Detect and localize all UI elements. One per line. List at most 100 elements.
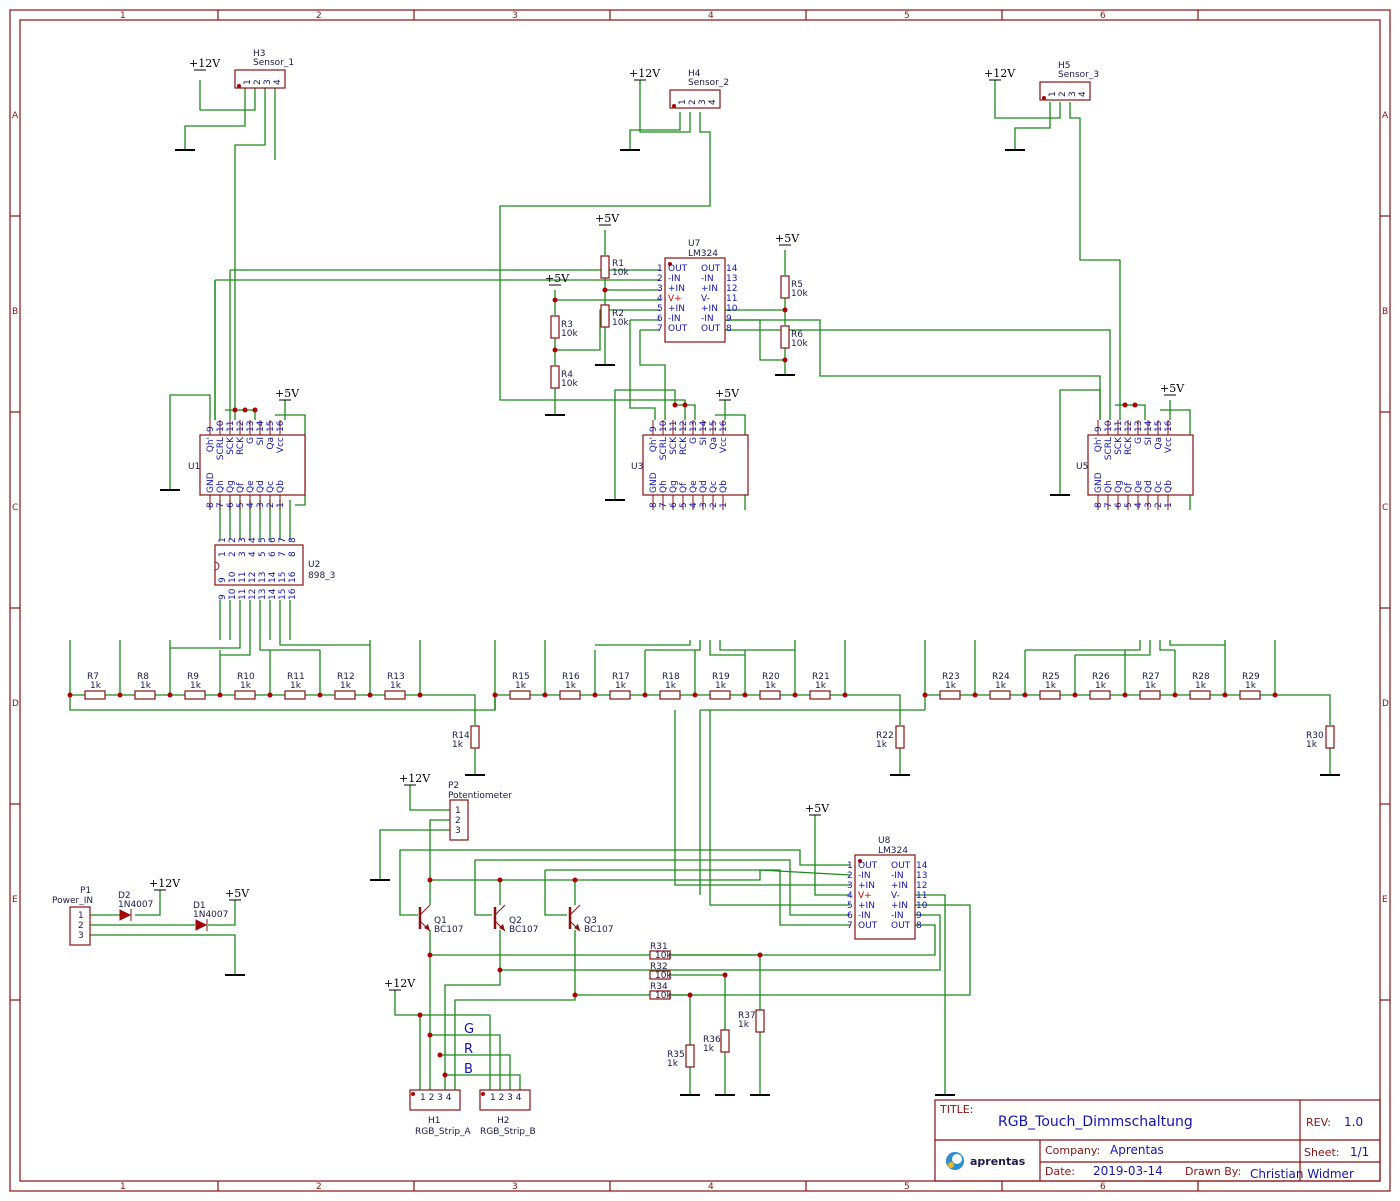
drawn-label: Drawn By: [1185,1165,1241,1178]
frame-row-label: A [12,111,19,121]
transistor-value: BC107 [584,925,613,935]
ic-pin-name: Qh [659,480,669,493]
ic-pin-name: RCK [679,436,689,455]
opamp-pin-number: 8 [916,921,922,931]
junction-dot [267,692,273,698]
ic-pin-number: 13 [689,421,699,432]
u2-pin-number: 13 [258,589,268,600]
ic-pin-name: Qh [1104,480,1114,493]
ic-pin-number: 3 [699,502,709,508]
resistor-body [550,365,560,389]
logo-text: aprentas [970,1155,1026,1168]
resistor-ref: R36 [703,1035,721,1045]
sensor-pin-number: 3 [1068,91,1078,97]
ic-pin-number: 9 [1094,426,1104,432]
frame-col-label: 5 [904,1182,910,1192]
opamp-pin-number: 13 [726,274,737,284]
resistor-ref: R24 [992,672,1010,682]
junction-dot [1132,402,1138,408]
h2-pins: 1 2 3 4 [490,1093,522,1103]
ic-pin-number: 14 [699,420,709,432]
resistor-value: 1k [290,681,302,691]
shift-register-ref: U1 [188,462,200,472]
resistor-ref: R5 [791,280,803,290]
resistor-value: 1k [703,1044,715,1054]
junction-dot [792,692,798,698]
ic-pin-number: 9 [649,426,659,432]
resistor-ref: R8 [137,672,149,682]
opamp-pin-name: -IN [891,911,904,921]
ic-pin-name: Qh [216,480,226,493]
resistor-body [809,690,831,700]
resistor-value: 10k [791,289,808,299]
ic-pin-name: Qg [226,480,236,493]
p2-pin-2: 2 [455,816,461,826]
resistor-value: 1k [1245,681,1257,691]
p2-value: Potentiometer [448,791,512,801]
resistor-body [559,690,581,700]
u2-pin-number: 8 [288,551,298,557]
ic-pin-name: SCK [1114,436,1124,455]
resistor-body [780,325,790,349]
sensor-body [1039,81,1091,101]
power-12v-label: +12V [189,57,221,70]
sensor-pin-number: 3 [698,99,708,105]
frame-row-label: B [1382,307,1388,317]
sensor-body [669,89,721,109]
ic-pin-number: 12 [1124,421,1134,432]
ic-pin-name: SCK [669,436,679,455]
ic-pin-number: 16 [276,420,286,432]
opamp-pin-number: 1 [847,861,853,871]
opamp-pin-number: 9 [726,314,732,324]
p2-pin-1: 1 [455,806,461,816]
resistor-body [234,690,256,700]
ic-pin-name: GND [206,472,216,493]
d2-value: 1N4007 [118,900,153,910]
junction-dot [1272,692,1278,698]
ic-pin-name: SI [699,437,709,445]
opamp-pin-name: -IN [701,314,714,324]
opamp-pin-name: OUT [891,921,911,931]
d1-value: 1N4007 [193,910,228,920]
u2-pin-number: 7 [278,537,288,543]
title-block: TITLE: RGB_Touch_Dimmschaltung REV: 1.0 … [934,1099,1381,1182]
junction-dot [427,952,433,958]
u7-ref: U7 [688,239,700,249]
transistor-arrow [424,924,430,931]
shift-registers: U19Qh'GND810SCRLQh711SCKQg612RCKQf513GQe… [188,420,1194,510]
rgb-strips: 1 2 3 4 H1 RGB_Strip_A 1 2 3 4 H2 RGB_St… [409,1022,536,1137]
opamp-pin-number: 7 [657,324,663,334]
power-5v-label: +5V [715,387,740,400]
frame-row-label: C [12,503,18,513]
junction-dot [552,347,558,353]
diodes: D2 1N4007 D1 1N4007 [118,891,228,931]
h1-pins: 1 2 3 4 [420,1093,452,1103]
h1-ref: H1 [428,1116,441,1126]
sensor-ref: H4 [688,69,701,79]
junction-dot [232,407,238,413]
opamp-pin-name: +IN [701,304,718,314]
u2-pin-number: 4 [248,551,258,557]
power-5v-label: +5V [595,212,620,225]
resistor-body [989,690,1011,700]
u2-pin-number: 10 [228,588,238,600]
transistor-ref: Q1 [434,916,447,926]
u2-pin-number: 5 [258,537,268,543]
transistor-arrow [499,924,505,931]
junction-dot [1172,692,1178,698]
u2-pin-number: 15 [278,589,288,600]
p1-ref: P1 [80,886,91,896]
power-5v-label: +5V [1160,382,1185,395]
ic-pin-number: 10 [659,420,669,432]
ic-pin-name: Qe [246,480,256,493]
opamp-pin-name: +IN [701,284,718,294]
resistor-value: 1k [240,681,252,691]
opamp-pin-number: 10 [916,901,928,911]
resistor-body [1139,690,1161,700]
resistor-value: 10k [655,951,672,961]
ic-pin-number: 2 [1154,502,1164,508]
resistor-ref: R29 [1242,672,1260,682]
opamp-pin-number: 5 [657,304,663,314]
junction-dot [682,402,688,408]
